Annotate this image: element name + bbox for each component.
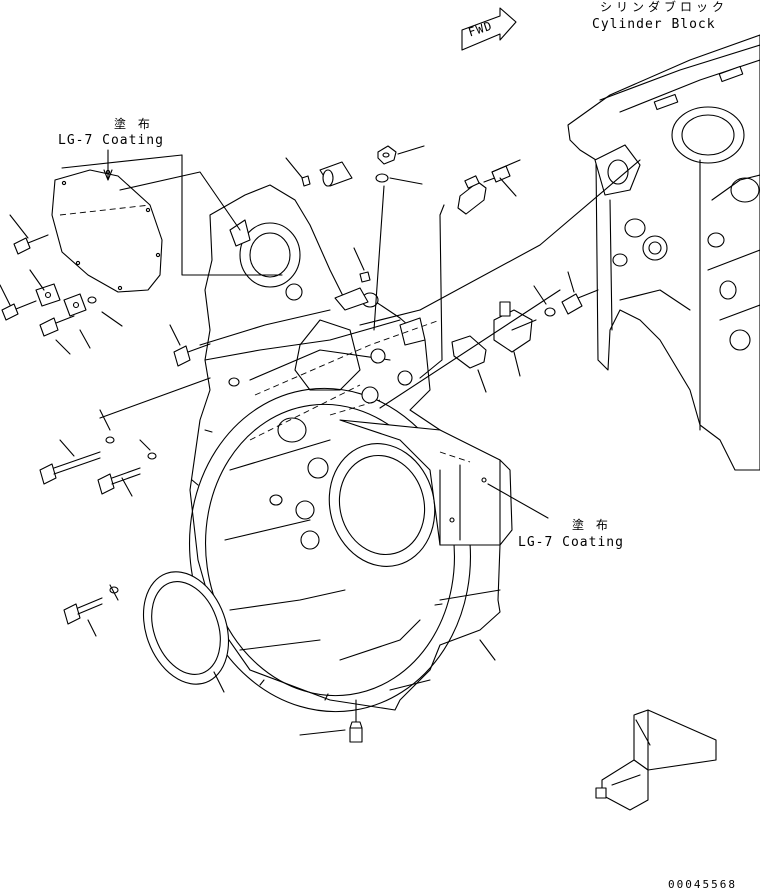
nut-top (378, 146, 396, 164)
long-bolt-2 (98, 468, 140, 494)
coating-top-label: LG-7 Coating (58, 133, 164, 148)
puller-tool (596, 710, 716, 810)
cylinder-block-label: Cylinder Block (592, 17, 716, 32)
fwd-arrow-icon (462, 8, 516, 50)
long-bolt-1 (40, 452, 100, 484)
bolt-left-3 (40, 316, 74, 336)
washer-left (88, 297, 96, 303)
plug-top (320, 162, 352, 186)
sensor-assy (494, 302, 536, 352)
flywheel-housing (169, 185, 512, 730)
bolt-left-1 (14, 235, 48, 254)
long-bolt-3 (64, 598, 102, 624)
bolt-right (562, 290, 598, 314)
coating-top-jp-label: 塗 布 (114, 117, 154, 131)
clip-bracket-2 (64, 294, 86, 316)
cylinder-block (568, 35, 760, 470)
speed-sensor (458, 176, 486, 214)
drain-plug (350, 722, 362, 742)
washer-right (545, 308, 555, 316)
oil-seal (129, 560, 244, 696)
coating-right-label: LG-7 Coating (518, 535, 624, 550)
clip-bracket-1 (36, 284, 60, 306)
gasket (452, 336, 486, 368)
cover-plate (52, 170, 162, 292)
drawing-number: 00045568 (668, 878, 737, 891)
cylinder-block-jp-label: シリンダブロック (600, 0, 729, 14)
coating-right-jp-label: 塗 布 (572, 518, 612, 532)
bolt-mid (174, 344, 210, 366)
bolt-left-2 (2, 301, 36, 320)
